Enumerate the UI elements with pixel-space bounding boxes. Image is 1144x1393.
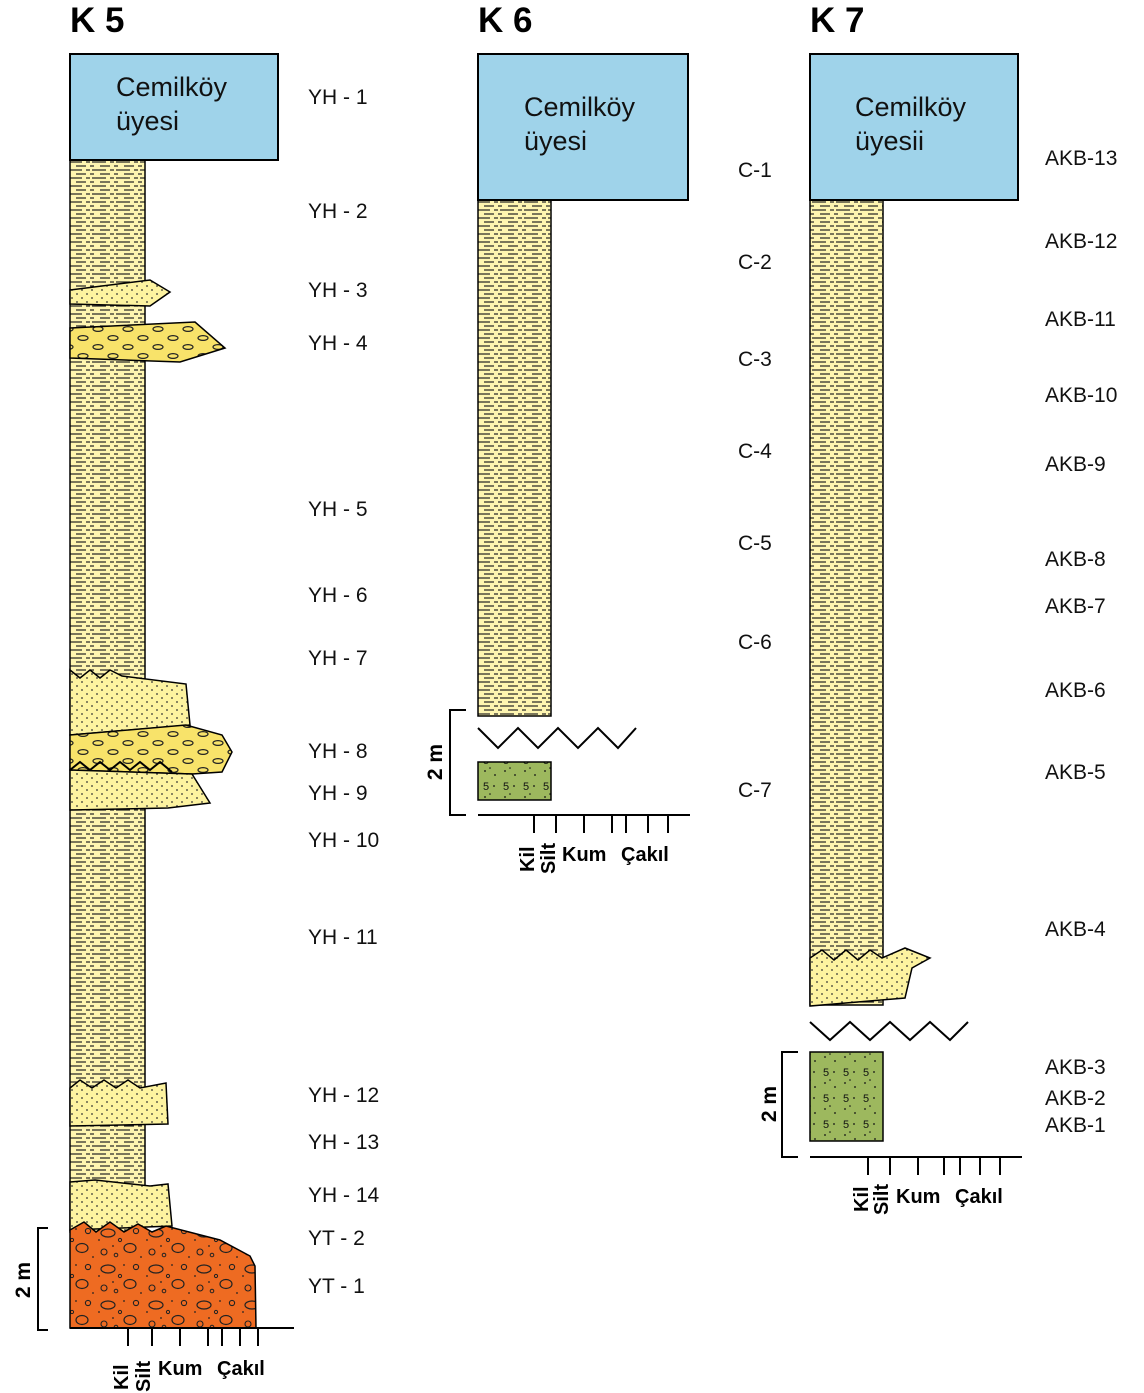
sample-label: YH - 5 bbox=[308, 498, 368, 521]
sand-bed bbox=[69, 769, 212, 811]
sample-label: AKB-11 bbox=[1045, 308, 1116, 331]
sample-label: C-3 bbox=[738, 348, 772, 371]
sample-label: AKB-13 bbox=[1045, 147, 1117, 170]
grain-size-ticks bbox=[127, 1328, 259, 1346]
column-title: K 7 bbox=[810, 1, 864, 40]
sample-label: AKB-7 bbox=[1045, 595, 1106, 618]
sample-label: AKB-8 bbox=[1045, 548, 1106, 571]
sample-label: YH - 4 bbox=[308, 332, 368, 355]
unconformity-zigzag bbox=[809, 1020, 969, 1042]
sample-label: C-5 bbox=[738, 532, 772, 555]
member-label-line1: Cemilköy bbox=[524, 92, 636, 122]
erosive-contact bbox=[69, 760, 173, 773]
sample-label: AKB-1 bbox=[1045, 1114, 1106, 1137]
silt-layer bbox=[477, 199, 552, 717]
sand-bed bbox=[69, 668, 191, 736]
conglomerate-layer bbox=[69, 1221, 257, 1329]
grain-label-silt: Silt bbox=[538, 843, 560, 874]
sample-label: YH - 7 bbox=[308, 647, 368, 670]
sand-lens bbox=[69, 279, 172, 307]
sample-label: AKB-2 bbox=[1045, 1087, 1106, 1110]
sample-label: YH - 11 bbox=[308, 926, 378, 949]
grain-label-cakil: Çakıl bbox=[955, 1186, 1003, 1208]
column-k5: K 5 Cemilköy üyesi 2 m bbox=[12, 1, 380, 1392]
sample-label: C-6 bbox=[738, 631, 772, 654]
sample-label: YH - 9 bbox=[308, 782, 368, 805]
scale-label: 2 m bbox=[758, 1086, 781, 1122]
sample-label: YH - 10 bbox=[308, 829, 379, 852]
member-label-line2: üyesi bbox=[116, 106, 179, 136]
member-box bbox=[477, 53, 689, 201]
sample-label: YH - 13 bbox=[308, 1131, 379, 1154]
grain-label-cakil: Çakıl bbox=[217, 1358, 265, 1380]
grain-label-kil: Kil bbox=[517, 846, 539, 872]
grain-label-kum: Kum bbox=[896, 1186, 940, 1208]
sample-label: YH - 1 bbox=[308, 86, 368, 109]
column-title: K 6 bbox=[478, 1, 532, 40]
grain-label-silt: Silt bbox=[871, 1184, 893, 1215]
sample-label: C-7 bbox=[738, 779, 772, 802]
grain-label-kum: Kum bbox=[158, 1358, 202, 1380]
scale-label: 2 m bbox=[424, 744, 447, 780]
sample-label: YH - 2 bbox=[308, 200, 368, 223]
sand-bed bbox=[69, 1079, 169, 1127]
sample-label: YH - 6 bbox=[308, 584, 368, 607]
sample-label: C-2 bbox=[738, 251, 772, 274]
sample-label: YH - 3 bbox=[308, 279, 368, 302]
tuff-layer bbox=[477, 761, 552, 801]
scale-bracket bbox=[781, 1051, 798, 1158]
grain-label-silt: Silt bbox=[133, 1361, 155, 1392]
scale-label: 2 m bbox=[12, 1262, 35, 1298]
member-box bbox=[809, 53, 1019, 201]
grain-label-kum: Kum bbox=[562, 844, 606, 866]
sample-label: AKB-10 bbox=[1045, 384, 1117, 407]
column-k7: K 7 Cemilköy üyesii 2 m Kil Silt Kum Çak… bbox=[758, 1, 1117, 1215]
sample-label: AKB-12 bbox=[1045, 230, 1117, 253]
sand-bed bbox=[809, 947, 932, 1007]
sample-label: YT - 2 bbox=[308, 1227, 365, 1250]
grain-label-kil: Kil bbox=[851, 1186, 873, 1212]
member-box bbox=[69, 53, 279, 161]
member-label-line1: Cemilköy bbox=[116, 72, 228, 102]
sample-label: YT - 1 bbox=[308, 1275, 365, 1298]
member-label-line1: Cemilköy bbox=[855, 92, 967, 122]
member-label-line2: üyesi bbox=[524, 126, 587, 156]
sample-label: AKB-6 bbox=[1045, 679, 1106, 702]
column-title: K 5 bbox=[70, 1, 124, 40]
pebble-lens bbox=[69, 321, 227, 363]
silt-layer bbox=[809, 199, 884, 1006]
grain-size-ticks bbox=[867, 1157, 1001, 1175]
unconformity-zigzag bbox=[477, 726, 637, 750]
scale-bracket bbox=[37, 1227, 48, 1331]
grain-label-cakil: Çakıl bbox=[621, 844, 669, 866]
grain-label-kil: Kil bbox=[111, 1364, 133, 1390]
sample-label: C-1 bbox=[738, 159, 772, 182]
sample-label: YH - 8 bbox=[308, 740, 368, 763]
sample-label: YH - 14 bbox=[308, 1184, 380, 1207]
sample-label: YH - 12 bbox=[308, 1084, 379, 1107]
member-label-line2: üyesii bbox=[855, 126, 924, 156]
grain-size-ticks bbox=[533, 815, 669, 833]
sample-label: AKB-3 bbox=[1045, 1056, 1106, 1079]
sample-label: AKB-5 bbox=[1045, 761, 1106, 784]
sample-label: C-4 bbox=[738, 440, 772, 463]
scale-bracket bbox=[449, 709, 466, 816]
column-k6: K 6 Cemilköy üyesi 2 m Kil Silt Kum Çakı… bbox=[424, 1, 772, 874]
sample-label: AKB-4 bbox=[1045, 918, 1106, 941]
sample-label: AKB-9 bbox=[1045, 453, 1106, 476]
tuff-layer bbox=[809, 1051, 884, 1142]
